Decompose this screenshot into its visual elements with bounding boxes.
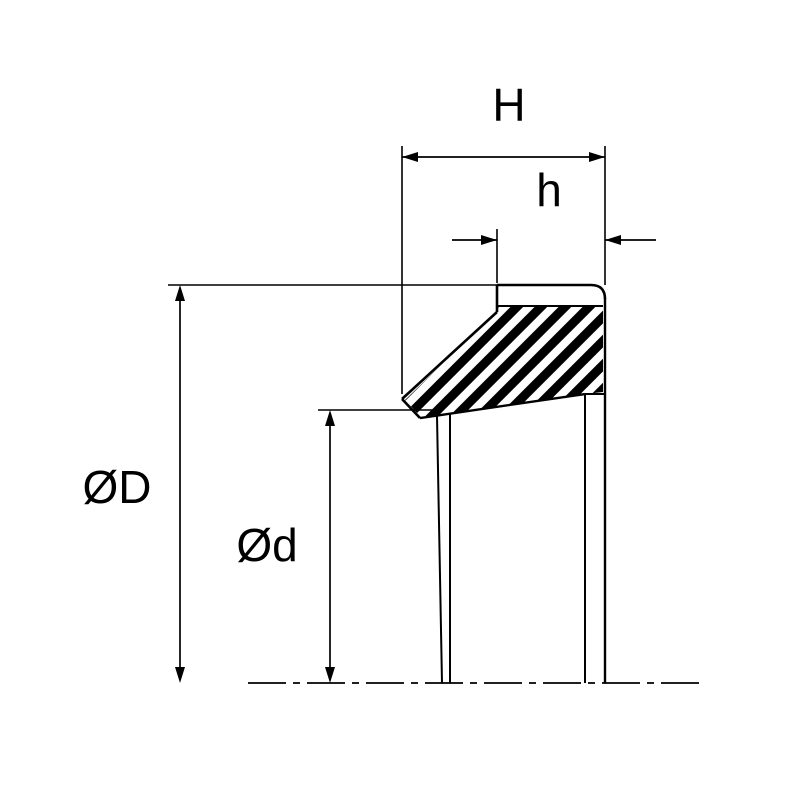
arrowhead-H-right (589, 152, 605, 162)
dimension-label-H: H (492, 79, 525, 131)
dimension-label-h: h (536, 164, 562, 216)
dimension-Od: Ød (236, 409, 443, 683)
seal-part (401, 283, 607, 684)
lip-lower-edge (419, 392, 586, 420)
arrowhead-OD-top (175, 285, 185, 301)
arrowhead-h-left (481, 235, 497, 245)
arrowhead-H-left (402, 152, 418, 162)
part-top-edge (497, 283, 607, 300)
arrowhead-OD-bottom (175, 667, 185, 683)
dimension-label-OD: ØD (83, 461, 152, 513)
dimension-h: h (452, 164, 656, 283)
dimension-OD: ØD (83, 284, 497, 683)
arrowhead-h-right (605, 235, 621, 245)
arrowhead-Od-bottom (325, 667, 335, 683)
elastomer-hatch-area (405, 306, 603, 417)
dimension-H: H (401, 79, 606, 394)
lip-tip-edge (401, 398, 421, 419)
lip-inner-line-left (436, 415, 443, 684)
arrowhead-Od-top (325, 410, 335, 426)
dimension-label-Od: Ød (236, 519, 297, 571)
lip-upper-edge (401, 311, 498, 400)
